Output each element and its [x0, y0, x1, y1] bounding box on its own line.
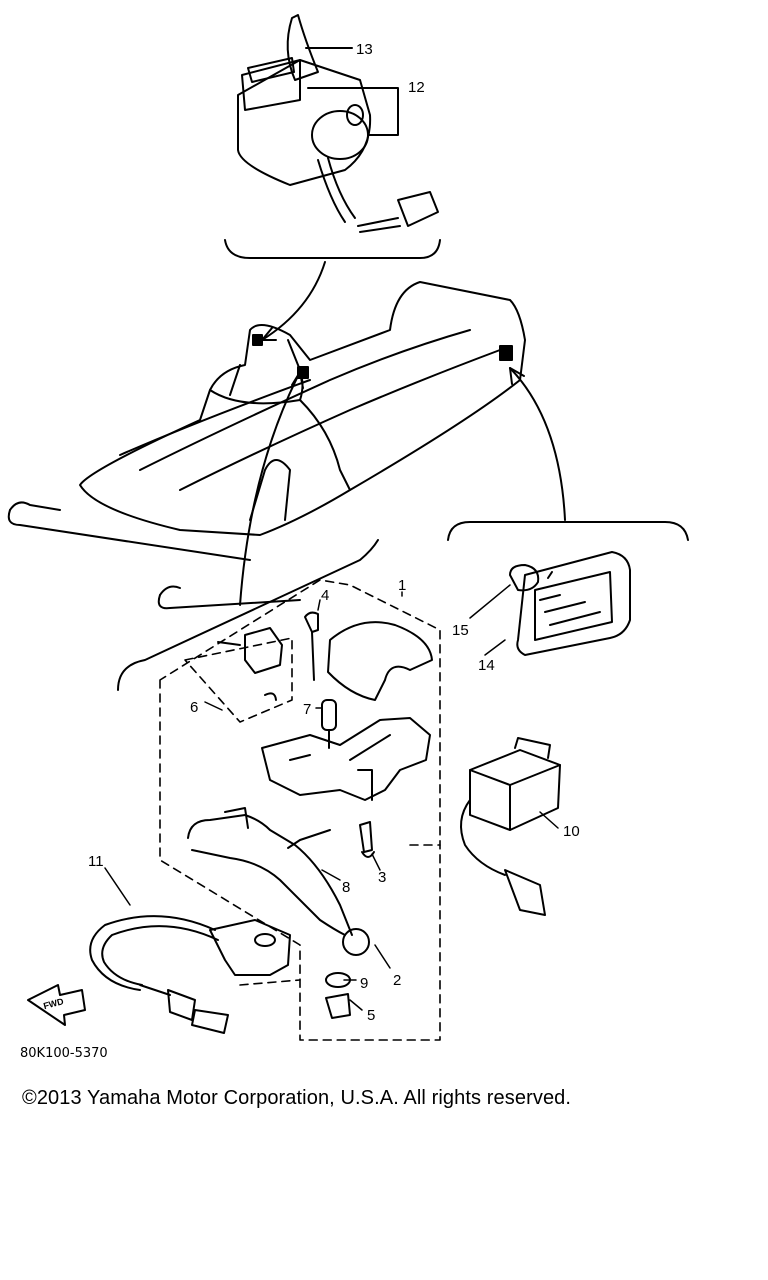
callout-10: 10 [563, 823, 580, 840]
parts-diagram: 13 12 1 4 6 7 8 3 2 9 5 10 11 15 14 FWD [7, 14, 689, 1041]
fwd-label: FWD [42, 996, 65, 1011]
callout-11: 11 [88, 853, 104, 870]
callout-13: 13 [356, 41, 373, 58]
callout-4: 4 [321, 587, 329, 604]
callout-3: 3 [378, 869, 386, 886]
callout-1: 1 [398, 577, 406, 594]
part-4-screw [304, 611, 319, 681]
callout-leaders [104, 584, 559, 1011]
callout-7: 7 [303, 701, 311, 718]
part-8-screw [287, 829, 331, 849]
callout-5: 5 [367, 1007, 375, 1024]
part-5-nut [325, 993, 351, 1019]
callout-2: 2 [393, 972, 401, 989]
callout-8: 8 [342, 879, 350, 896]
part-7-collar [321, 699, 337, 749]
callout-9: 9 [360, 975, 368, 992]
switch-housing-inset [224, 14, 441, 259]
leader-arrow-middle [239, 371, 301, 606]
part-11-sensor [89, 915, 291, 1034]
assembly-1-outline [159, 579, 441, 1041]
leader-arrow-top [261, 261, 326, 341]
fwd-arrow-icon [27, 984, 86, 1026]
part-10-unit [460, 737, 561, 916]
callout-15: 15 [452, 622, 469, 639]
lever-cover [327, 621, 433, 701]
callout-14: 14 [478, 657, 495, 674]
lever-bracket [261, 717, 431, 801]
diagram-code: 80K100-5370 [20, 1046, 108, 1061]
reflector-inset [447, 367, 689, 656]
callout-6: 6 [190, 699, 198, 716]
part-6-clip [217, 627, 283, 701]
lever-inset-bracket [117, 539, 379, 691]
part-2-lever [187, 807, 370, 956]
copyright-notice: ©2013 Yamaha Motor Corporation, U.S.A. A… [22, 1087, 572, 1109]
callout-12: 12 [408, 79, 425, 96]
part-3-screw [359, 821, 375, 858]
snowmobile-body [7, 281, 526, 610]
